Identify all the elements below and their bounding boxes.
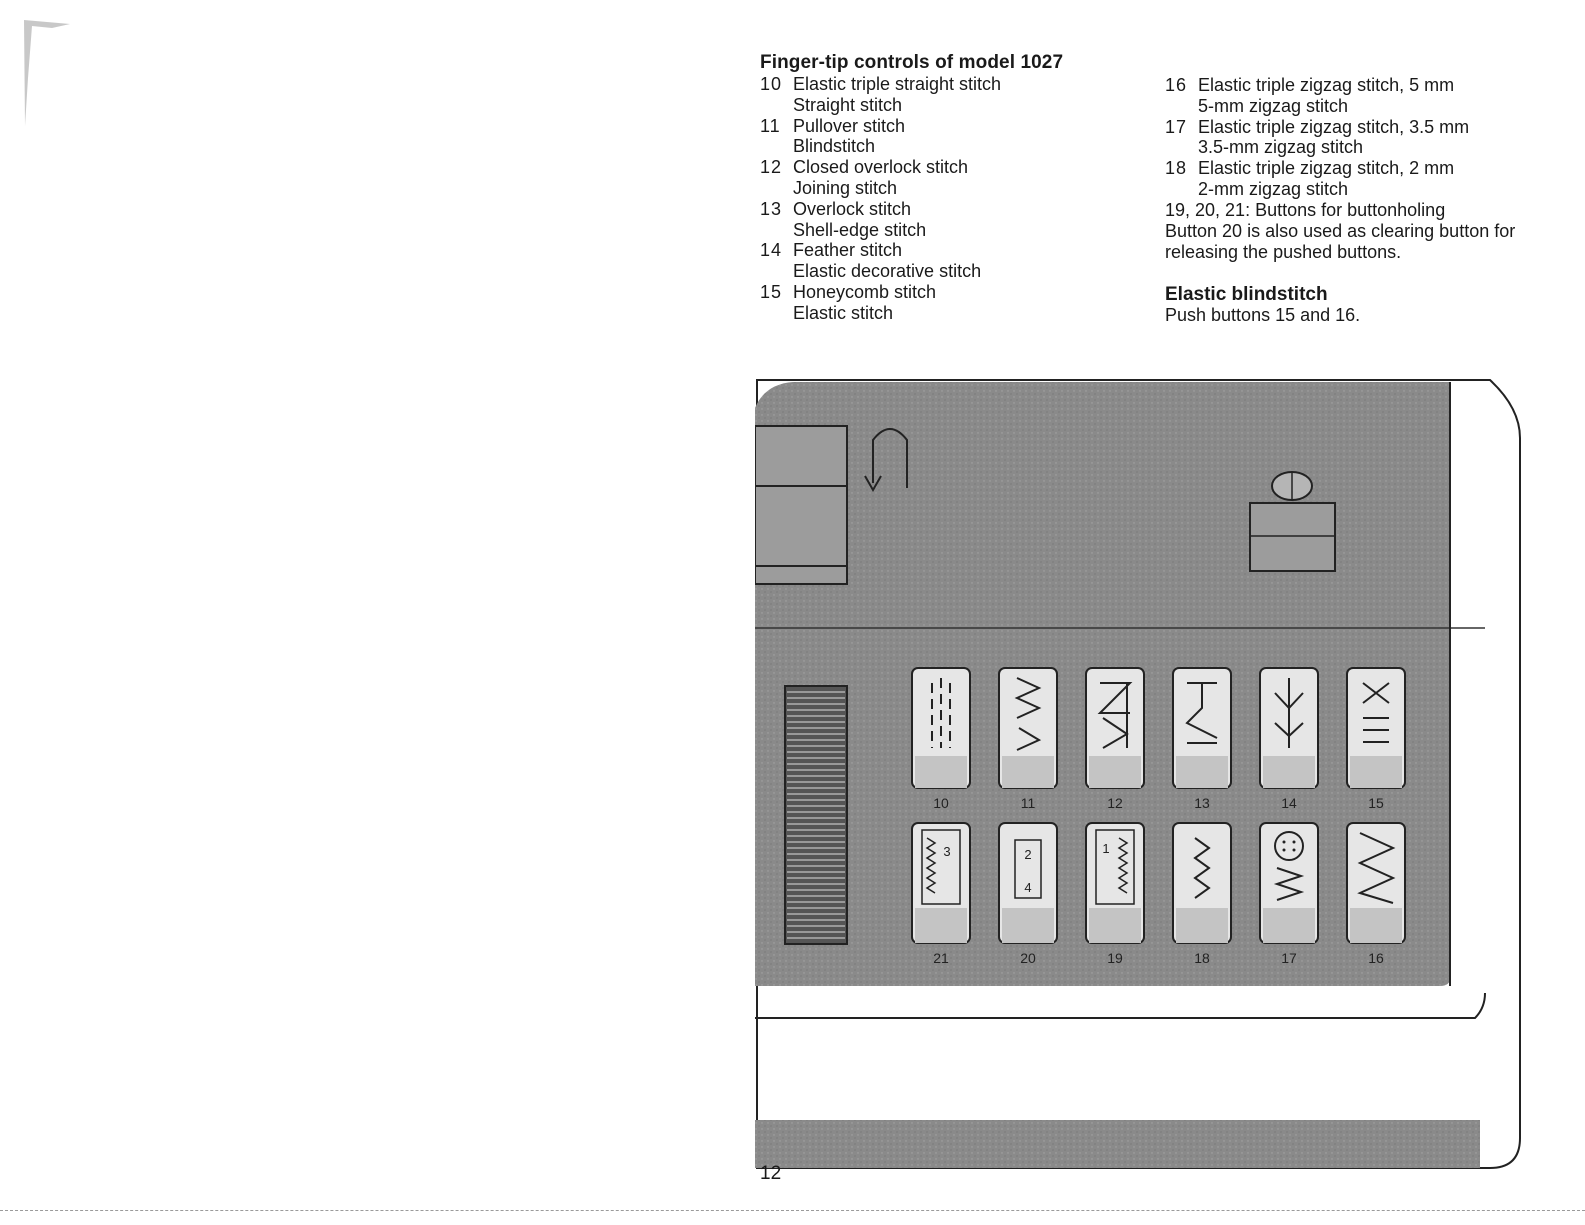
button-13: 13 — [1172, 667, 1232, 811]
button-18-number: 18 — [1194, 950, 1210, 966]
button-21-number: 21 — [933, 950, 949, 966]
button-16: 16 — [1346, 822, 1406, 966]
list-item-sub: 2-mm zigzag stitch — [1198, 178, 1349, 199]
button-11-number: 11 — [1021, 795, 1036, 811]
button-10-number: 10 — [933, 795, 949, 811]
list-item-sub: Elastic decorative stitch — [793, 261, 982, 282]
list-item-sub: Joining stitch — [793, 177, 898, 198]
button-20: 2 4 20 — [998, 822, 1058, 966]
page-bottom-rule — [0, 1210, 1585, 1211]
clearing-button-note: Button 20 is also used as clearing butto… — [1165, 221, 1516, 262]
button-20-number: 20 — [1020, 950, 1036, 966]
list-item-sub: 5-mm zigzag stitch — [1198, 95, 1349, 116]
button-12-number: 12 — [1107, 795, 1123, 811]
elastic-blindstitch-text: Push buttons 15 and 16. — [1165, 305, 1361, 325]
button-19-number: 19 — [1107, 950, 1123, 966]
button-21-inner-digit: 3 — [943, 844, 950, 859]
button-14-number: 14 — [1281, 795, 1297, 811]
button-19-inner-digit: 1 — [1102, 841, 1109, 856]
button-19: 1 19 — [1085, 822, 1145, 966]
page-heading: Finger-tip controls of model 1027 — [760, 52, 1064, 73]
page-number: 12 — [760, 1163, 782, 1184]
corner-mark-graphic — [24, 20, 70, 126]
list-item-sub: 3.5-mm zigzag stitch — [1198, 137, 1364, 158]
list-item-sub: Straight stitch — [793, 94, 903, 115]
button-17: 17 — [1259, 822, 1319, 966]
list-item-sub: Shell-edge stitch — [793, 219, 927, 240]
button-10: 10 — [911, 667, 971, 811]
control-panel-illustration: 10 11 12 13 14 15 3 21 — [755, 379, 1521, 1169]
button-13-number: 13 — [1194, 795, 1210, 811]
button-11: 11 — [998, 667, 1058, 811]
button-16-number: 16 — [1368, 950, 1384, 966]
button-12: 12 — [1085, 667, 1145, 811]
button-15-number: 15 — [1368, 795, 1384, 811]
button-20-digit-bottom: 4 — [1024, 880, 1031, 895]
button-18: 18 — [1172, 822, 1232, 966]
list-item-sub: Blindstitch — [793, 136, 876, 157]
elastic-blindstitch-heading: Elastic blindstitch — [1165, 284, 1328, 305]
button-20-digit-top: 2 — [1024, 847, 1031, 862]
list-item-sub: Elastic stitch — [793, 302, 894, 323]
buttonholing-buttons-text: 19, 20, 21: Buttons for buttonholing — [1165, 200, 1446, 220]
button-17-number: 17 — [1281, 950, 1297, 966]
button-21: 3 21 — [911, 822, 971, 966]
button-15: 15 — [1346, 667, 1406, 811]
button-14: 14 — [1259, 667, 1319, 811]
